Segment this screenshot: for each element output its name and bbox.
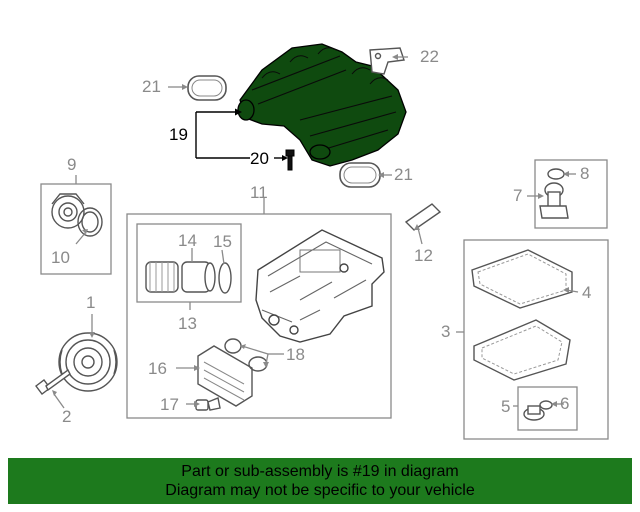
callout-2: 2: [62, 407, 72, 426]
callout-11: 11: [250, 183, 268, 202]
callout-12: 12: [414, 246, 433, 265]
callout-7: 7: [513, 186, 523, 205]
banner-line-2: Diagram may not be specific to your vehi…: [165, 482, 475, 499]
o-ring-part-8: [547, 168, 565, 180]
callout-18: 18: [286, 345, 305, 364]
callout-14: 14: [178, 231, 197, 250]
callout-20: 20: [250, 149, 269, 168]
pulley-bolt-part-2: [35, 368, 71, 395]
oil-pan-part-3: [473, 319, 571, 381]
info-banner: Part or sub-assembly is #19 in diagram D…: [8, 458, 632, 504]
callout-10: 10: [51, 248, 70, 267]
callout-9: 9: [67, 155, 77, 174]
gasket-part-18-a: [224, 338, 242, 354]
callout-22: 22: [420, 47, 439, 66]
arrowheads: [52, 54, 569, 407]
callout-21-top: 21: [142, 77, 161, 96]
callout-1: 1: [86, 293, 96, 312]
box-13: [136, 223, 242, 303]
box-5: [517, 386, 578, 431]
bracket-part-22: [369, 47, 405, 75]
arrowheads-highlighted: [235, 108, 288, 161]
timing-cover-part-9: [51, 193, 85, 229]
callout-17: 17: [160, 395, 179, 414]
box-7: [534, 159, 608, 229]
seal-part-10: [77, 207, 103, 237]
box-3: [463, 239, 609, 440]
tube-part-12: [404, 203, 442, 231]
crank-pulley-part-1: [58, 332, 118, 392]
oil-filter-housing-part-14: [145, 261, 216, 293]
gasket-21-inner-bottom: [343, 166, 377, 184]
callout-8: 8: [580, 164, 590, 183]
drain-plug-part-5: [523, 405, 545, 421]
gasket-21-inner-top: [191, 79, 223, 97]
gasket-part-4: [471, 249, 573, 309]
oil-cooler-part-16: [197, 345, 253, 407]
washer-part-6: [539, 400, 553, 410]
callout-21-bottom: 21: [394, 165, 413, 184]
callout-4: 4: [582, 283, 592, 302]
gasket-21-top: [187, 75, 227, 101]
bolt-part-20: [285, 149, 295, 171]
callout-6: 6: [560, 394, 570, 413]
callout-19[interactable]: 19: [169, 125, 188, 144]
callout-15: 15: [213, 232, 232, 251]
leader-lines-highlighted: [195, 111, 284, 159]
banner-line-1: Part or sub-assembly is #19 in diagram: [181, 463, 459, 480]
o-ring-part-15: [218, 262, 232, 294]
oil-level-sensor-part-7: [539, 182, 569, 219]
box-11: [126, 213, 392, 419]
sensor-part-17: [195, 397, 221, 411]
callout-3: 3: [441, 322, 451, 341]
callout-5: 5: [501, 397, 511, 416]
oil-pan-part-11: [255, 229, 385, 343]
callout-16: 16: [148, 359, 167, 378]
callout-13: 13: [178, 314, 197, 333]
intake-manifold-part-19[interactable]: [237, 43, 407, 167]
